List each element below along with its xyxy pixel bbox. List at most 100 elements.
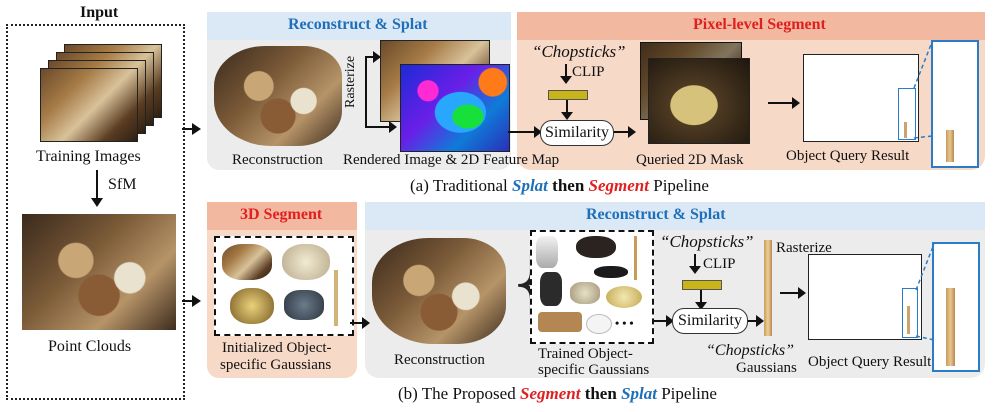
input-panel (6, 24, 185, 400)
bottom-trained-object-5 (594, 266, 628, 278)
bottom-clip-to-sim-arrow (700, 290, 702, 304)
top-mask-to-result-arrow-head (792, 97, 800, 109)
bottom-query-text: “Chopsticks” (660, 232, 754, 251)
top-reconstruction-label: Reconstruction (232, 152, 323, 168)
input-to-bottom-arrow (182, 300, 194, 302)
top-query-arrow (565, 64, 567, 78)
bottom-clip-encoder (682, 280, 722, 290)
top-mask-to-result-arrow (768, 102, 794, 104)
top-rasterize-label: Rasterize (343, 55, 358, 108)
bottom-initialized-object-3 (230, 288, 274, 324)
bottom-trained-object-9 (586, 314, 612, 334)
bottom-reconstruct-header-text: Reconstruct & Splat (586, 206, 726, 223)
bottom-initialized-chopstick (334, 270, 338, 326)
bottom-trained-object-3 (634, 236, 637, 280)
top-reconstruction-image (214, 46, 342, 146)
bottom-similarity-label: Similarity (678, 312, 742, 329)
bottom-sim-to-gauss-arrow-head (756, 315, 764, 327)
bottom-trained-object-4 (540, 272, 562, 306)
bottom-object-chopstick (907, 306, 910, 334)
bottom-trained-object-6 (570, 282, 600, 304)
bottom-query-arrow-head (689, 266, 701, 274)
top-object-chopstick (904, 122, 907, 138)
bottom-trained-label-1: Trained Object- (538, 346, 633, 362)
top-rendered-label: Rendered Image & 2D Feature Map (343, 152, 560, 168)
top-similarity-box: Similarity (540, 120, 614, 146)
bottom-sim-to-gauss-arrow (748, 320, 758, 322)
top-feat-to-sim-arrow-head (534, 126, 542, 138)
top-zoom-chopsticks (946, 130, 954, 162)
bottom-trained-to-sim-arrow-head (666, 315, 674, 327)
top-clip-to-sim-arrow-head (561, 112, 573, 120)
bottom-trained-object-7 (606, 286, 642, 308)
top-caption-prefix: (a) Traditional (410, 176, 508, 195)
top-object-zoom-box (898, 88, 916, 140)
bottom-trained-label-2: specific Gaussians (538, 362, 650, 378)
top-rasterize-arrow-upper-head (373, 51, 381, 63)
bottom-init-to-recon-arrow (350, 322, 364, 324)
bottom-trained-to-sim-arrow (652, 320, 668, 322)
bottom-reconstruction-label: Reconstruction (394, 352, 485, 368)
bottom-reconstruct-header (365, 202, 985, 230)
training-images-label: Training Images (36, 148, 141, 165)
bottom-zoom-chopsticks (946, 288, 955, 366)
bottom-similarity-box: Similarity (672, 308, 748, 334)
bottom-init-to-recon-arrow-head (362, 317, 370, 329)
top-rasterize-arrow-lower-head (389, 121, 397, 133)
top-reconstruct-header (207, 12, 511, 40)
top-zoom-connector (913, 41, 933, 139)
top-clip-to-sim-arrow (566, 100, 568, 114)
bottom-clip-label: CLIP (703, 256, 736, 272)
bottom-caption-splat: Splat (621, 384, 657, 403)
input-to-top-arrow-head (192, 123, 201, 135)
bottom-caption: (b) The Proposed Segment then Splat Pipe… (398, 384, 717, 404)
bottom-caption-suffix: Pipeline (661, 384, 717, 403)
bottom-rasterize-arrow (780, 292, 800, 294)
top-rasterize-arrow-vert (365, 56, 367, 128)
top-query-arrow-head (560, 76, 572, 84)
bottom-trained-object-1 (536, 236, 558, 268)
top-object-result-frame (803, 54, 919, 142)
top-caption-splat: Splat (512, 176, 548, 195)
top-segment-header (517, 12, 985, 40)
top-caption-then: then (552, 176, 585, 195)
bottom-object-query-label: Object Query Result (808, 354, 932, 370)
bottom-caption-segment: Segment (519, 384, 581, 403)
bottom-query-arrow (694, 254, 696, 268)
top-rasterize-arrow-upper (365, 56, 375, 58)
bottom-trained-object-8 (538, 312, 582, 332)
sfm-label: SfM (108, 176, 137, 193)
bottom-caption-then: then (584, 384, 617, 403)
top-feat-to-sim-arrow (508, 131, 536, 133)
bottom-chopsticks-gaussians-label-1: “Chopsticks” (706, 342, 795, 359)
top-caption-segment: Segment (588, 176, 649, 195)
top-sim-to-mask-arrow (614, 131, 630, 133)
bottom-initialized-label-1: Initialized Object- (222, 340, 332, 356)
top-query-text: “Chopsticks” (532, 42, 626, 61)
bottom-segment-header (207, 202, 357, 230)
top-queried-mask (648, 58, 750, 144)
input-to-top-arrow (182, 128, 194, 130)
bottom-object-result-frame (808, 254, 922, 340)
top-caption: (a) Traditional Splat then Segment Pipel… (410, 176, 709, 196)
bottom-chopsticks-gaussians-label-2: Gaussians (736, 360, 797, 376)
bottom-initialized-label-2: specific Gaussians (220, 357, 332, 373)
bottom-clip-to-sim-arrow-head (695, 302, 707, 310)
top-rasterize-arrow-lower (365, 126, 391, 128)
sfm-arrow (96, 170, 98, 200)
bottom-zoom-panel (932, 242, 980, 372)
bottom-caption-prefix: (b) The Proposed (398, 384, 516, 403)
top-zoom-panel (931, 40, 979, 168)
top-clip-encoder (548, 90, 588, 100)
bottom-initialized-object-2 (282, 244, 330, 280)
top-feature-map (400, 64, 510, 152)
point-cloud-image (22, 214, 176, 330)
training-image-front (40, 68, 138, 142)
point-clouds-label: Point Clouds (48, 338, 132, 355)
top-caption-suffix: Pipeline (653, 176, 709, 195)
bottom-initialized-object-1 (222, 244, 272, 280)
bottom-trained-object-2 (576, 236, 616, 258)
bottom-trained-ellipsis: • • • (615, 316, 634, 330)
bottom-chopsticks-gaussians (764, 240, 772, 336)
top-queried-mask-label: Queried 2D Mask (636, 152, 744, 168)
